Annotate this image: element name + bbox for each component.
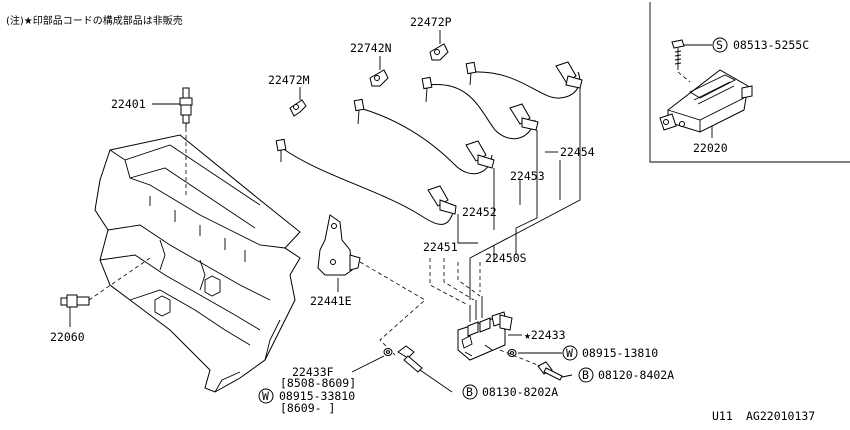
- label-22433F: 22433F: [292, 365, 334, 379]
- spark-plug-cable-22454: [465, 61, 583, 99]
- spark-plug-cable-22451: [275, 138, 457, 225]
- cable-clamp-22742N: [369, 69, 389, 87]
- screw-callout-letter: S: [716, 38, 723, 52]
- label-22433F-range: [8508-8609]: [280, 376, 356, 390]
- inset-frame: [649, 2, 850, 163]
- label-22450S: 22450S: [485, 251, 527, 265]
- sensor-leader: [88, 257, 151, 301]
- label-22742N: 22742N: [350, 41, 392, 55]
- screw-callout-circle: [712, 37, 728, 53]
- label-08513-5255C: 08513-5255C: [733, 38, 809, 52]
- cable-set-brackets: [457, 88, 581, 300]
- ignition-bracket: [317, 214, 361, 276]
- label-08130-8202A: 08130-8202A: [482, 385, 558, 399]
- label-08915-33810: 08915-33810: [279, 389, 355, 403]
- label-22441E: 22441E: [310, 294, 352, 308]
- bolt-8202A-callout-letter: B: [466, 385, 473, 399]
- washer-08915-13810: [507, 349, 517, 357]
- figure-code: AG22010137: [746, 409, 815, 423]
- label-22060: 22060: [50, 330, 85, 344]
- label-22433: ★22433: [524, 328, 566, 342]
- label-22454: 22454: [560, 145, 595, 159]
- label-22451: 22451: [423, 240, 458, 254]
- label-08915-33810-range: [8609- ]: [280, 401, 335, 415]
- bolt-8402A-leader: [561, 374, 573, 378]
- bolt-8202A-callout-circle: [462, 384, 478, 400]
- label-22452: 22452: [462, 205, 497, 219]
- washer-22433F: [383, 348, 393, 356]
- label-22472P: 22472P: [410, 15, 452, 29]
- ignition-coil: [659, 69, 753, 133]
- spark-plug-cable-22453: [421, 76, 539, 140]
- ignition-unit: [457, 296, 513, 361]
- spark-plug: [179, 87, 193, 128]
- spark-plug-cable-22452: [353, 98, 495, 175]
- bolt-8402A-callout-circle: [578, 367, 594, 383]
- model-code: U11: [712, 409, 733, 423]
- washer-callout-circle: [562, 345, 578, 361]
- bracket-leader: [359, 261, 426, 356]
- label-08915-13810: 08915-13810: [582, 346, 658, 360]
- cable-clamp-22472M: [289, 99, 307, 117]
- washer-callout-letter: W: [566, 346, 573, 360]
- cable-clamp-22472P: [429, 43, 449, 61]
- label-08120-8402A: 08120-8402A: [598, 368, 674, 382]
- label-22020: 22020: [693, 141, 728, 155]
- washer-33810-callout-circle: [258, 388, 274, 404]
- screw-dash: [677, 71, 691, 83]
- screw-08513-5255C: [671, 39, 685, 70]
- bolt-08120-8402A: [537, 361, 563, 381]
- cable-guide-lines: [429, 258, 481, 306]
- non-sale-note: (注)★印部品コードの構成部品は非販売: [6, 14, 183, 27]
- label-22453: 22453: [510, 169, 545, 183]
- bolt-08130-8202A: [397, 345, 423, 373]
- bolt-8402A-callout-letter: B: [582, 368, 589, 382]
- bolt-8202A-leader: [419, 369, 453, 393]
- label-22401: 22401: [111, 97, 146, 111]
- label-22472M: 22472M: [268, 73, 310, 87]
- washer-33810-callout-letter: W: [262, 389, 269, 403]
- temperature-sensor: [60, 294, 90, 308]
- cylinder-head: [94, 134, 301, 393]
- bolt-8402A-dash: [499, 349, 541, 367]
- washer-22433F-leader: [351, 355, 385, 373]
